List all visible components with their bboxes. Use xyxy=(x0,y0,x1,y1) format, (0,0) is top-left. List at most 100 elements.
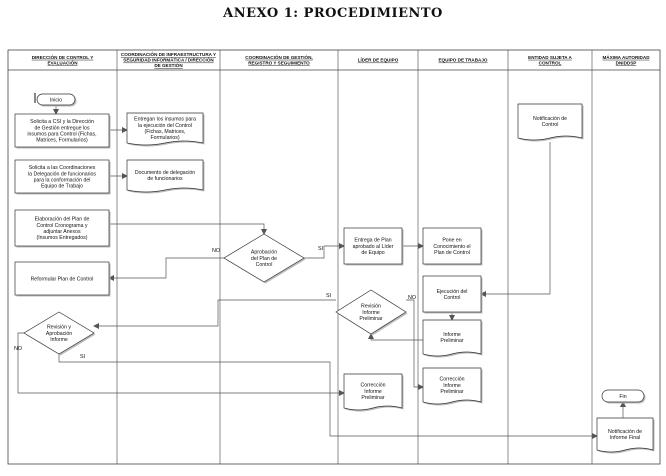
connector-e-aprob-no xyxy=(108,257,224,281)
lane-header-line: EVALUACIÓN xyxy=(47,58,78,65)
node-label-line: Entrega de Plan xyxy=(354,238,391,244)
connector-e-revlider-no xyxy=(406,299,424,390)
node-label-line: de funcionarios xyxy=(147,176,183,182)
connector-label-e-revaprob-no: NO xyxy=(14,346,22,352)
node-label-line: Equipo de Trabajo xyxy=(41,184,83,190)
node-label-line: Control xyxy=(256,262,273,268)
node-label-line: para la conformación del xyxy=(34,178,91,184)
node-label-fin: Fin xyxy=(619,394,626,400)
connector-label-e-revlider-no: NO xyxy=(408,295,416,301)
lane-header-line: COORDINACIÓN DE GESTIÓN, xyxy=(245,53,312,60)
node-label-line: Preliminar xyxy=(440,338,464,344)
node-label-line: Informe xyxy=(364,389,382,395)
node-label-line: Plan de Control xyxy=(434,250,470,256)
node-label-line: Documento de delegación xyxy=(135,170,195,176)
node-label-line: Notificación de xyxy=(608,429,642,435)
node-label-line: Control xyxy=(542,122,559,128)
node-label-line: Aprobación xyxy=(46,331,72,337)
lane-header-l5: EQUIPO DE TRABAJO xyxy=(438,58,487,63)
node-label-line: Informe xyxy=(443,332,461,338)
node-label-line: Aprobación xyxy=(251,250,277,256)
lane-header-line: COORDINACIÓN DE INFRAESTRUCTURA Y xyxy=(121,50,216,57)
lane-header-line: DNIDDSP xyxy=(616,60,637,65)
node-label-inicio: Inicio xyxy=(50,97,62,103)
node-label-line: Solicita a las Coordinaciones xyxy=(29,165,96,171)
node-label-line: Preliminar xyxy=(359,316,383,322)
node-label-reformular-plan: Reformular Plan de Control xyxy=(31,276,94,282)
node-label-line: Revisión xyxy=(361,304,381,310)
node-label-line: Entregan los insumos para xyxy=(134,117,196,123)
node-label-line: Preliminar xyxy=(440,389,464,395)
node-label-line: de Gestión entregue los xyxy=(34,125,89,131)
lane-header-line: ENTIDAD SUJETA A xyxy=(528,55,572,60)
lane-header-line: LÍDER DE EQUIPO xyxy=(358,56,399,63)
connector-e-revaprob-si xyxy=(58,354,598,439)
node-label-line: Reformular Plan de Control xyxy=(31,276,94,282)
node-label-line: Solicita a CSI y la Dirección xyxy=(30,119,94,125)
node-label-line: Informe xyxy=(50,337,68,343)
lane-header-line: DE GESTIÓN xyxy=(154,61,183,68)
node-label-line: Corrección xyxy=(360,383,385,389)
lane-header-line: REGISTRO Y SEGUIMIENTO xyxy=(248,60,310,65)
node-label-line: la Delegación de funcionarios xyxy=(28,171,96,177)
node-label-line: Informe xyxy=(362,310,380,316)
node-label-line: Control xyxy=(444,295,461,301)
node-label-line: insumos para Control (Fichas, xyxy=(27,132,96,138)
node-fin: Fin xyxy=(601,389,646,404)
node-label-line: Elaboración del Plan de xyxy=(35,217,90,223)
node-inicio: Inicio xyxy=(36,93,77,107)
node-label-line: de Equipo xyxy=(361,250,384,256)
node-label-line: Corrección xyxy=(439,377,464,383)
node-label-line: Conocimiento el xyxy=(433,244,470,250)
connector-label-e-revaprob-si: SI xyxy=(80,354,85,360)
node-reformular-plan: Reformular Plan de Control xyxy=(14,261,111,297)
node-label-line: del Plan de xyxy=(251,256,277,262)
node-label-line: Informe xyxy=(443,383,461,389)
node-label-line: aprobado al Líder xyxy=(353,244,394,250)
node-label-line: adjuntar Anexos xyxy=(43,229,81,235)
node-label-line: Control Cronograma y xyxy=(36,223,87,229)
node-label-line: (Fichas, Matrices, xyxy=(145,129,186,135)
connector-e-revaprob-no xyxy=(17,332,345,396)
lane-header-line: DIRECCIÓN DE CONTROL Y xyxy=(32,53,94,60)
connector-label-e-aprob-no: NO xyxy=(212,248,220,254)
lane-header-line: CONTROL xyxy=(539,60,562,65)
lane-header-line: SEGURIDAD INFORMÁTICA / DIRECCIÓN xyxy=(123,56,214,63)
connector-label-e-revlider-si: SI xyxy=(326,293,331,299)
node-label-line: Pone en xyxy=(442,238,461,244)
node-label-line: Fin xyxy=(619,394,626,400)
node-label-line: Preliminar xyxy=(361,395,385,401)
connector-e-revlider-si xyxy=(93,299,336,329)
node-label-line: Notificación de xyxy=(533,116,567,122)
node-label-line: la ejecución del Control xyxy=(138,123,192,129)
node-label-line: Matrices, Formularios) xyxy=(36,138,88,144)
